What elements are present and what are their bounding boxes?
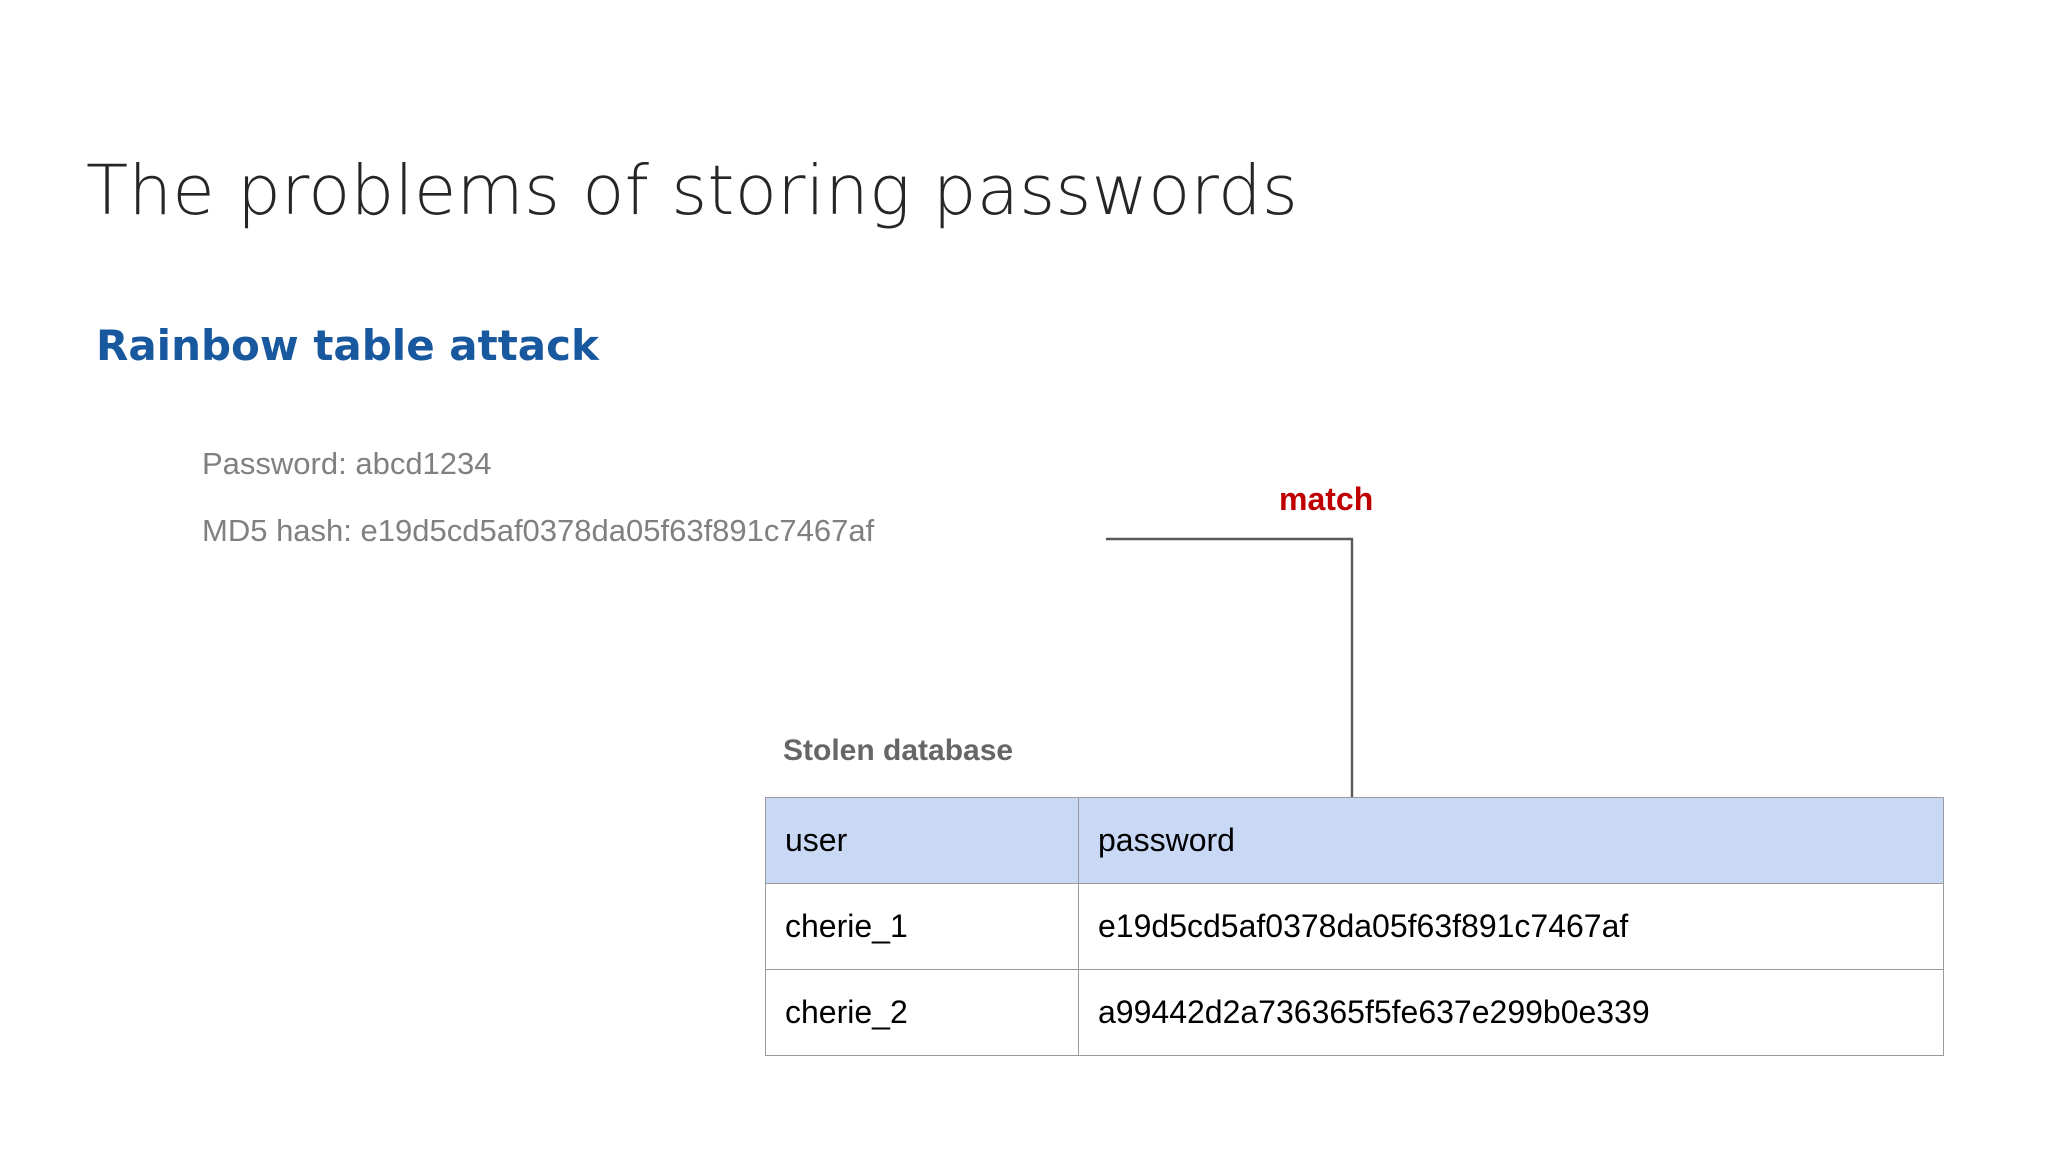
table-header: user password — [765, 797, 1944, 884]
cell-user: cherie_2 — [765, 969, 1079, 1056]
stolen-database-table-wrapper: user password cherie_1 e19d5cd5af0378da0… — [765, 797, 1944, 1056]
section-heading: Rainbow table attack — [96, 321, 599, 370]
column-header-user: user — [765, 797, 1079, 884]
plaintext-password-line: Password: abcd1234 — [202, 446, 492, 481]
cell-user: cherie_1 — [765, 883, 1079, 970]
credential-info-block: Password: abcd1234 MD5 hash: e19d5cd5af0… — [202, 448, 874, 546]
table-row: cherie_1 e19d5cd5af0378da05f63f891c7467a… — [765, 883, 1944, 970]
md5-hash-line: MD5 hash: e19d5cd5af0378da05f63f891c7467… — [202, 513, 875, 548]
stolen-database-table: user password cherie_1 e19d5cd5af0378da0… — [765, 797, 1944, 1056]
cell-password: a99442d2a736365f5fe637e299b0e339 — [1078, 969, 1944, 1056]
table-body: cherie_1 e19d5cd5af0378da05f63f891c7467a… — [765, 883, 1944, 1056]
match-annotation-label: match — [1279, 481, 1374, 517]
table-header-row: user password — [765, 797, 1944, 884]
cell-password: e19d5cd5af0378da05f63f891c7467af — [1078, 883, 1944, 970]
table-row: cherie_2 a99442d2a736365f5fe637e299b0e33… — [765, 969, 1944, 1056]
column-header-password: password — [1078, 797, 1944, 884]
page-title: The problems of storing passwords — [86, 151, 1299, 231]
stolen-database-caption: Stolen database — [783, 734, 1014, 767]
